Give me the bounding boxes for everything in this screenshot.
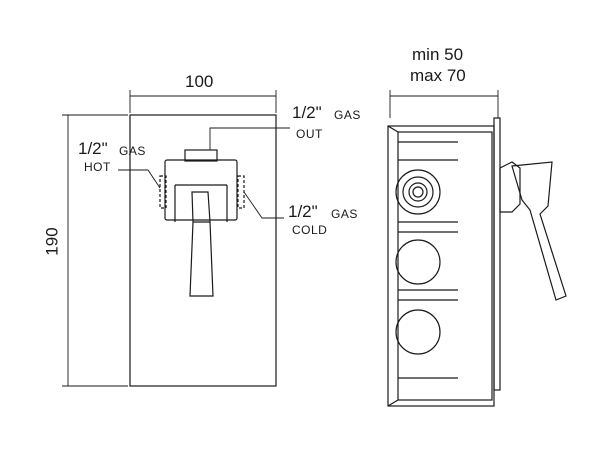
- width-dimension-label: 100: [185, 72, 214, 91]
- label-cold-gas: GAS: [331, 207, 358, 221]
- front-plate: [129, 114, 277, 387]
- depth-min-label: min 50: [412, 45, 464, 64]
- leader-hot: [118, 169, 161, 189]
- mixer-body: [159, 149, 245, 222]
- label-out-name: OUT: [296, 127, 323, 141]
- label-hot-gas: GAS: [119, 144, 146, 158]
- label-out-size: 1/2": [292, 103, 322, 122]
- front-lever-handle: [189, 191, 214, 297]
- label-hot-size: 1/2": [78, 139, 108, 158]
- label-out-gas: GAS: [334, 108, 361, 122]
- port-bottom: [395, 309, 441, 355]
- cover-plate: [493, 117, 501, 391]
- label-cold-name: COLD: [292, 223, 328, 237]
- wall-box: [387, 125, 495, 407]
- height-dimension-line: [62, 114, 128, 387]
- label-hot-name: HOT: [84, 160, 111, 174]
- leader-cold: [243, 191, 284, 219]
- depth-max-label: max 70: [410, 66, 466, 85]
- side-lever-handle: [499, 161, 567, 301]
- leader-out: [209, 127, 290, 150]
- height-dimension-label: 190: [42, 227, 62, 256]
- port-top: [395, 169, 441, 215]
- width-dimension-line: [129, 90, 277, 113]
- depth-dimension-line: [389, 90, 499, 118]
- label-cold-size: 1/2": [288, 202, 318, 221]
- port-middle: [395, 239, 441, 285]
